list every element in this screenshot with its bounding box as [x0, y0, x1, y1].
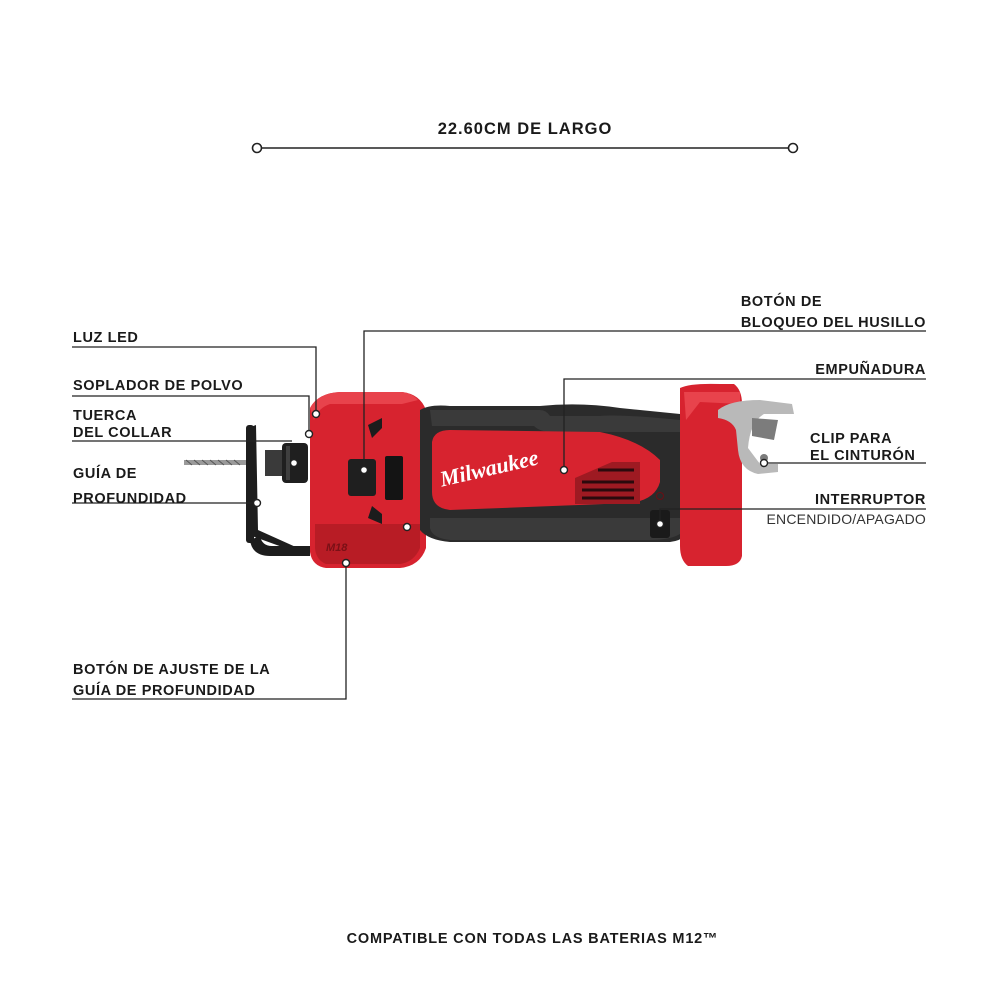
callout-line-1: GUÍA DE [73, 466, 138, 482]
callout-guia-de-profundidad: GUÍA DE PROFUNDIDAD [73, 466, 187, 508]
callout-boton-bloqueo-husillo: BOTÓN DE BLOQUEO DEL HUSILLO [741, 294, 926, 332]
callout-line-2: DEL COLLAR [73, 425, 173, 441]
drill-bit [184, 459, 254, 466]
callout-empunadura: EMPUÑADURA [815, 362, 926, 378]
callout-line-1: BOTÓN DE [740, 294, 823, 310]
callout-soplador-de-polvo: SOPLADOR DE POLVO [73, 378, 244, 394]
callout-line-1: CLIP PARA [810, 431, 893, 447]
callout-line-1: TUERCA [73, 408, 138, 424]
tool-body [420, 404, 694, 542]
callout-line-2: ENCENDIDO/APAGADO [766, 511, 926, 527]
cutout-tool: M18 [184, 383, 794, 568]
callout-interruptor: INTERRUPTOR ENCENDIDO/APAGADO [767, 492, 927, 528]
motor-vent-grille [575, 462, 640, 504]
callout-line-1: BOTÓN DE AJUSTE DE LA [73, 662, 271, 678]
nose-housing: M18 [310, 392, 426, 568]
compatibility-footer: COMPATIBLE CON TODAS LAS BATERIAS M12™ [346, 931, 719, 947]
leader-dots [252, 409, 769, 568]
collar-nut [265, 443, 308, 483]
dimension-line [251, 142, 799, 154]
m18-badge: M18 [326, 542, 348, 554]
callout-tuerca-del-collar: TUERCA DEL COLLAR [73, 408, 172, 442]
callout-line-1: INTERRUPTOR [814, 492, 926, 508]
leader-lines [72, 330, 926, 700]
length-dimension-label: 22.60CM DE LARGO [437, 120, 613, 138]
callout-luz-led: LUZ LED [73, 330, 139, 346]
callout-line-2: GUÍA DE PROFUNDIDAD [73, 683, 256, 699]
callout-clip-para-el-cinturon: CLIP PARA EL CINTURÓN [810, 431, 915, 465]
callout-boton-de-ajuste: BOTÓN DE AJUSTE DE LA GUÍA DE PROFUNDIDA… [73, 662, 270, 700]
callout-line-2: PROFUNDIDAD [73, 491, 187, 507]
callout-line-2: BLOQUEO DEL HUSILLO [740, 315, 926, 331]
callout-line-2: EL CINTURÓN [810, 448, 916, 464]
